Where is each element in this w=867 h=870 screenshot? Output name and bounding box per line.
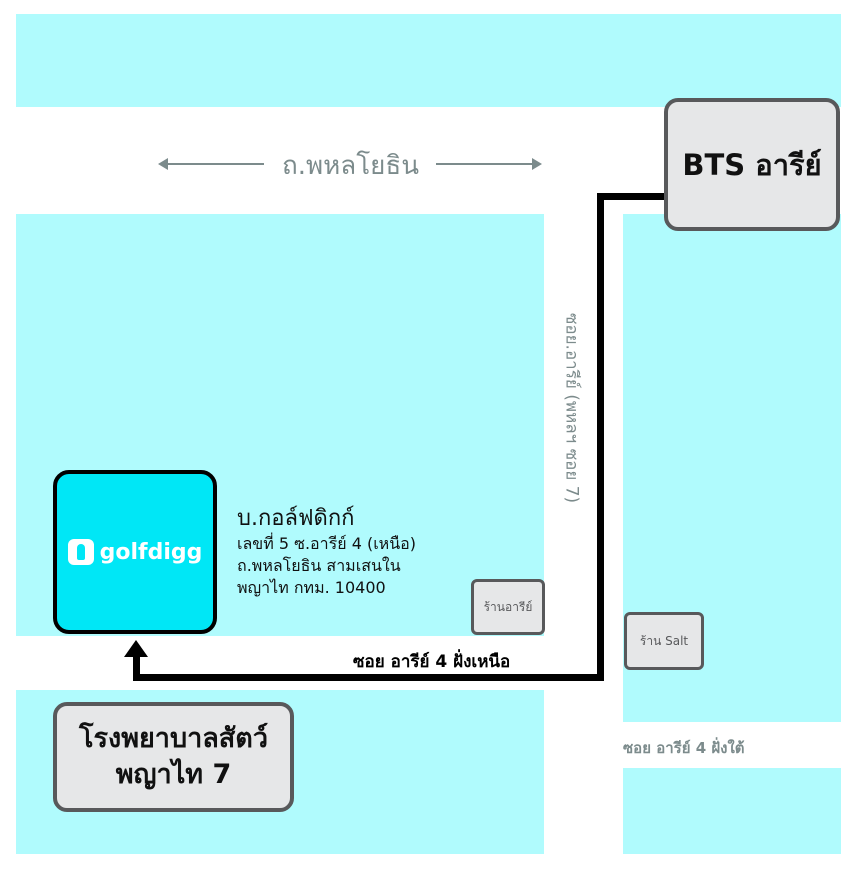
block-top — [16, 14, 841, 107]
company-name: บ.กอล์ฟดิกก์ — [237, 506, 355, 531]
company-address: บ.กอล์ฟดิกก์ เลขที่ 5 ซ.อารีย์ 4 (เหนือ)… — [237, 505, 416, 599]
soi-north-label: ซอย อารีย์ 4 ฝั่งเหนือ — [353, 652, 511, 672]
shop-salt-label: ร้าน Salt — [639, 633, 689, 648]
main-road-arrow-right — [436, 158, 542, 170]
route-segment-bottom — [133, 674, 604, 681]
hospital-name-line2: พญาไท 7 — [115, 759, 232, 790]
golfdigg-logo-box: golfdigg — [53, 470, 217, 634]
soi-vertical-label: ซอย.อารีย์ (พหลฯ ซอย 7) — [561, 312, 582, 504]
route-segment-vertical — [597, 193, 604, 681]
golfdigg-logo-text: golfdigg — [99, 539, 203, 565]
shop-ari: ร้านอารีย์ — [471, 579, 545, 635]
shop-ari-label: ร้านอารีย์ — [483, 599, 533, 614]
arrow-up-icon — [124, 640, 148, 657]
address-line-2: ถ.พหลโยธิน สามเสนใน — [237, 556, 401, 575]
golfer-icon — [67, 539, 94, 565]
main-road-arrow-left — [158, 158, 264, 170]
main-road-label: ถ.พหลโยธิน — [282, 151, 420, 181]
route-segment-top — [597, 193, 667, 200]
soi-south-label: ซอย อารีย์ 4 ฝั่งใต้ — [623, 739, 745, 757]
bts-ari-label: BTS อารีย์ — [682, 147, 822, 182]
route-segment-up — [133, 655, 140, 681]
arrow-left-icon — [158, 158, 168, 170]
address-line-1: เลขที่ 5 ซ.อารีย์ 4 (เหนือ) — [237, 534, 417, 553]
hospital-landmark: โรงพยาบาลสัตว์ พญาไท 7 — [53, 702, 294, 812]
block-bottom-right — [623, 768, 841, 854]
shop-salt: ร้าน Salt — [624, 612, 704, 670]
arrow-right-icon — [532, 158, 542, 170]
bts-ari-landmark: BTS อารีย์ — [664, 98, 840, 231]
hospital-name-line1: โรงพยาบาลสัตว์ — [79, 723, 268, 754]
address-line-3: พญาไท กทม. 10400 — [237, 578, 386, 597]
golfdigg-logo: golfdigg — [67, 539, 203, 565]
